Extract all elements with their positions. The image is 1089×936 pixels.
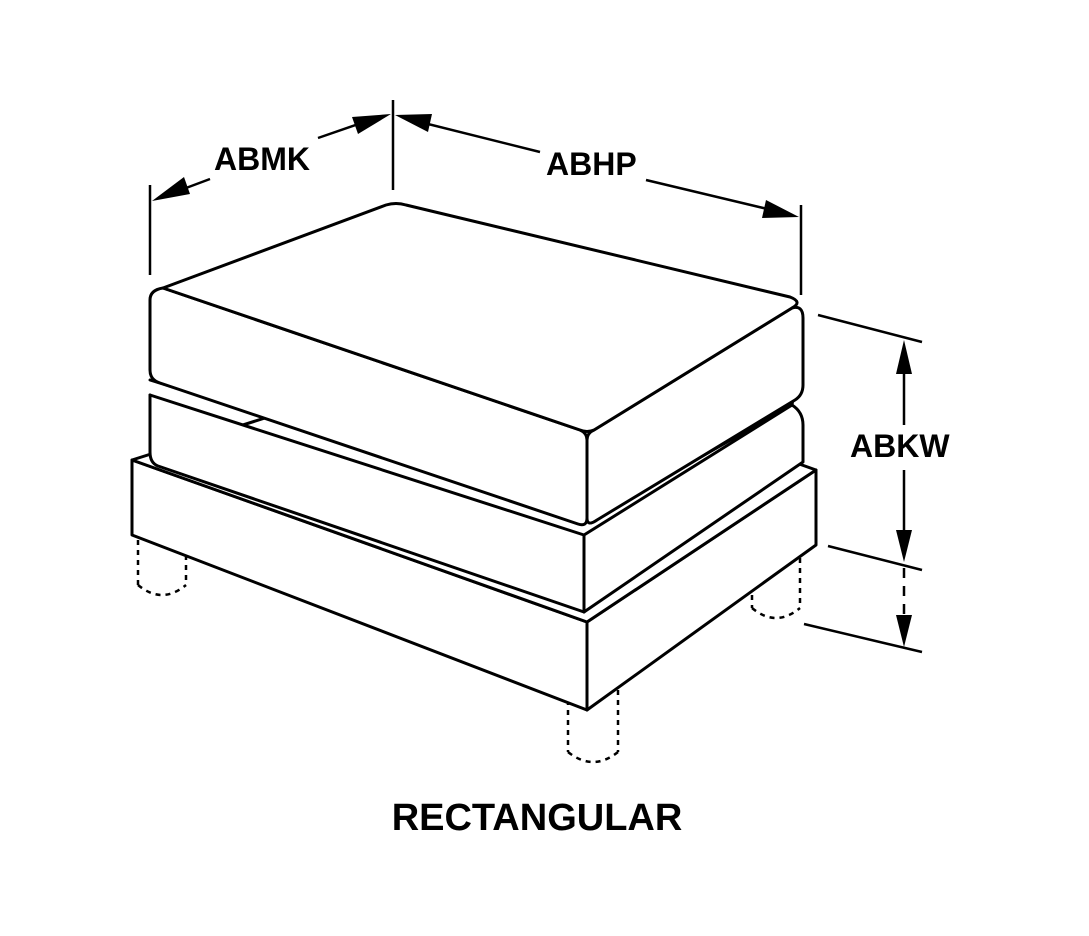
- foot-right: [750, 558, 802, 620]
- depth-label: ABMK: [214, 141, 310, 177]
- height-extension-top: [817, 313, 923, 344]
- upper-cushion-top-face: [161, 202, 799, 433]
- foot-left: [136, 540, 188, 597]
- height-extension-bottom: [803, 622, 923, 654]
- upper-cushion: [148, 202, 805, 527]
- shape-caption: RECTANGULAR: [392, 797, 683, 839]
- height-label: ABKW: [850, 428, 950, 464]
- height-arrow-top: [896, 340, 912, 374]
- depth-arrow-left: [152, 177, 190, 201]
- depth-arrow-right: [352, 114, 391, 134]
- height-arrow-bottom: [896, 530, 912, 562]
- hidden-feet: [136, 540, 802, 764]
- length-leader-right: [645, 178, 781, 214]
- length-arrow-right: [762, 200, 799, 218]
- length-dimension: ABHP: [395, 114, 803, 295]
- height-dimension: ABKW: [803, 313, 950, 654]
- height-extension-middle: [827, 544, 923, 572]
- length-arrow-left: [395, 114, 432, 132]
- length-label: ABHP: [546, 146, 637, 182]
- height-arrow-lower: [896, 615, 912, 647]
- length-leader-left: [411, 118, 541, 154]
- foot-front: [566, 690, 620, 764]
- depth-dimension: ABMK: [148, 100, 395, 275]
